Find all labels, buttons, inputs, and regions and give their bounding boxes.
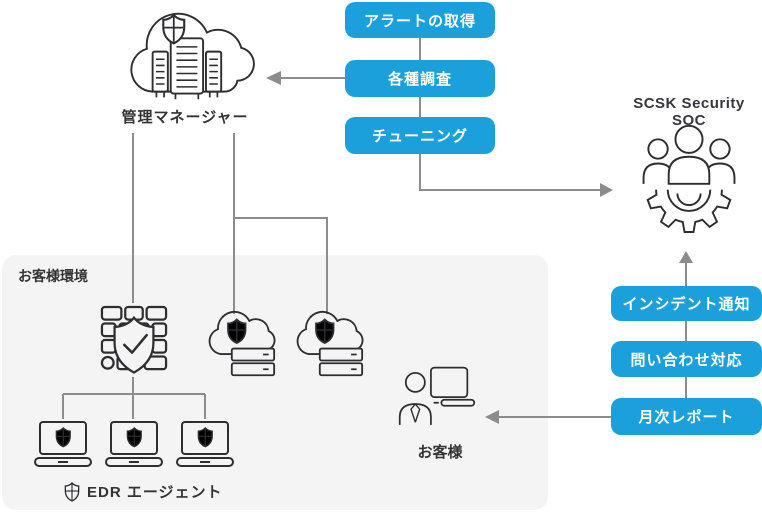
- management-manager-cloud-icon: [130, 12, 255, 100]
- customer-person-icon: [398, 366, 476, 425]
- management-manager-label: 管理マネージャー: [121, 109, 249, 126]
- connector-tuning-to-soc: [419, 154, 600, 191]
- pill-inquiry-support: 問い合わせ対応: [611, 341, 762, 377]
- soc-team-gear-icon: [642, 124, 736, 233]
- cloud-server-icon: [204, 308, 278, 378]
- edr-laptop-icon: [176, 421, 234, 467]
- edr-laptop-icon: [34, 421, 92, 467]
- firewall-shield-check-icon: [100, 305, 168, 374]
- arrowhead-left-to-manager: [266, 71, 281, 85]
- soc-label: SCSK Security SOC: [633, 95, 745, 129]
- arrowhead-right-to-soc: [600, 183, 613, 197]
- customer-environment-title: お客様環境: [18, 268, 88, 284]
- edr-agent-label: EDR エージェント: [87, 484, 223, 501]
- pill-incident-notification: インシデント通知: [611, 286, 762, 321]
- pill-tuning: チューニング: [345, 117, 495, 154]
- arrowhead-up-to-soc: [679, 251, 693, 263]
- pill-alert-acquisition: アラートの取得: [345, 2, 495, 38]
- pill-monthly-report: 月次レポート: [611, 398, 762, 435]
- edr-agent-caption: EDR エージェント: [64, 481, 223, 502]
- pill-investigation: 各種調査: [345, 60, 495, 97]
- customer-label: お客様: [417, 444, 463, 461]
- edr-laptop-icon: [105, 421, 163, 467]
- cloud-server-icon: [292, 308, 366, 378]
- edr-shield-icon: [64, 481, 80, 502]
